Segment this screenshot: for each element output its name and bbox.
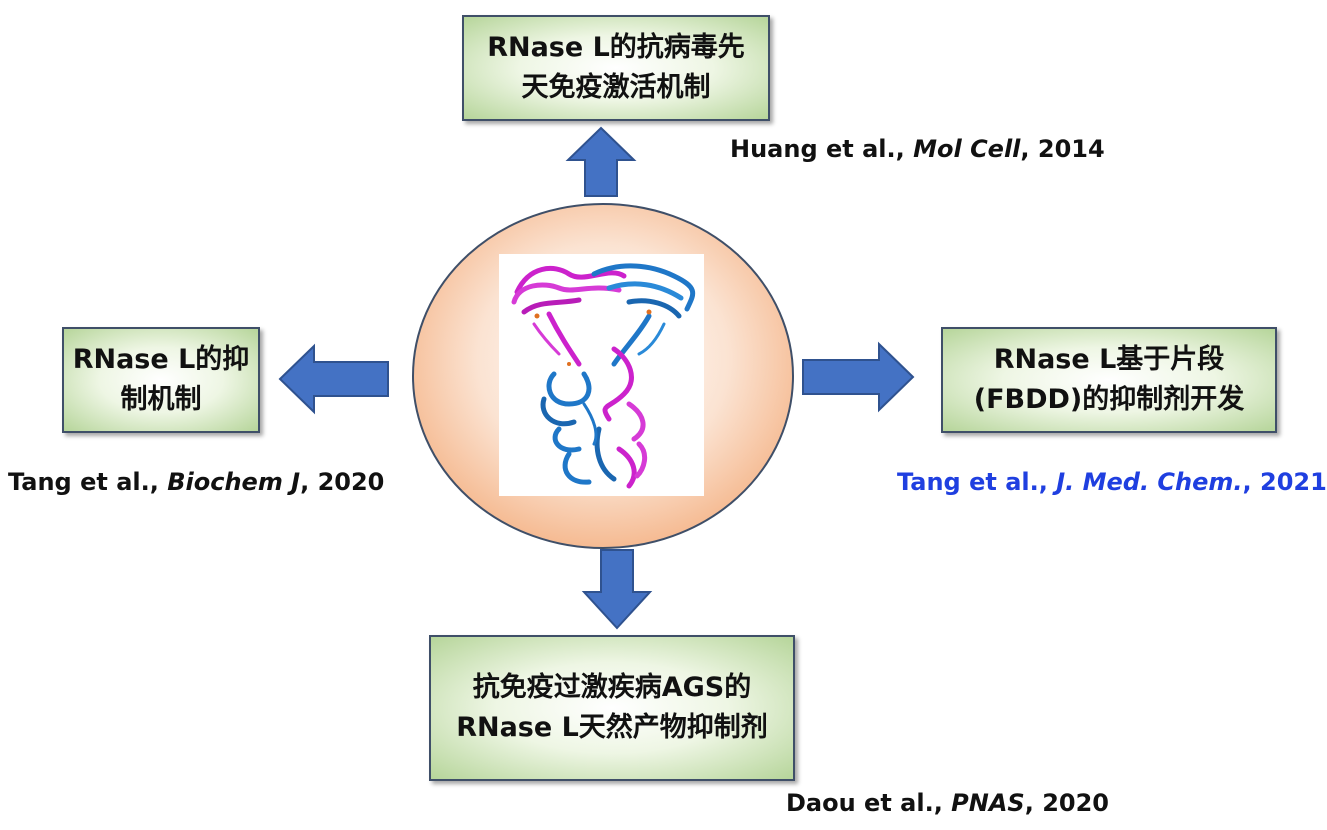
left-citation: Tang et al., Biochem J, 2020 <box>8 468 385 496</box>
top-box-line1: RNase L的抗病毒先 <box>487 32 745 63</box>
arrow-left-icon <box>278 343 389 415</box>
right-citation: Tang et al., J. Med. Chem., 2021 <box>897 468 1327 496</box>
arrow-up-icon <box>565 126 637 197</box>
arrow-down-icon <box>581 549 653 630</box>
bottom-box-line2: RNase L天然产物抑制剂 <box>456 712 768 743</box>
protein-structure-icon <box>499 254 704 496</box>
top-citation: Huang et al., Mol Cell, 2014 <box>730 135 1105 163</box>
left-box: RNase L的抑 制机制 <box>62 327 260 433</box>
bottom-box-line1: 抗免疫过激疾病AGS的 <box>472 672 752 703</box>
right-box: RNase L基于片段 (FBDD)的抑制剂开发 <box>941 327 1277 433</box>
bottom-box: 抗免疫过激疾病AGS的 RNase L天然产物抑制剂 <box>429 635 795 781</box>
right-box-line2: (FBDD)的抑制剂开发 <box>973 384 1245 415</box>
left-box-line2: 制机制 <box>120 384 202 415</box>
right-box-line1: RNase L基于片段 <box>993 344 1225 375</box>
top-box-line2: 天免疫激活机制 <box>521 72 711 103</box>
top-box: RNase L的抗病毒先 天免疫激活机制 <box>462 15 770 121</box>
bottom-citation: Daou et al., PNAS, 2020 <box>786 789 1109 817</box>
arrow-right-icon <box>802 341 915 413</box>
left-box-line1: RNase L的抑 <box>72 344 250 375</box>
